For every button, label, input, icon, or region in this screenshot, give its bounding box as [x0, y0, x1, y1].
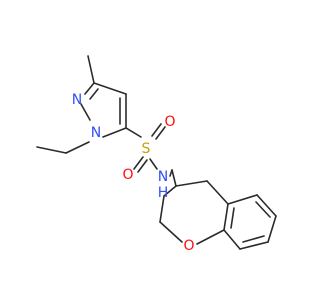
atom-oxygen-top: O: [164, 114, 175, 130]
bond-s-o-top-b: [155, 126, 166, 140]
bond-c5-n1: [102, 127, 127, 138]
bond-n1-ethyl-ch2: [65, 141, 90, 154]
bond-benz-c7-c8: [267, 215, 277, 243]
bond-benz-c5a-c6: [227, 194, 258, 205]
bond-ring-c4-c5: [175, 180, 208, 187]
molecule-structure: N N S O O N H O: [36, 55, 277, 254]
atom-amide-hydrogen: H: [158, 185, 169, 201]
bond-ch2-ring: [171, 169, 177, 187]
bond-c3-c4: [93, 82, 127, 95]
bond-benz-c9a-c5a-double: [230, 207, 235, 229]
bond-ring-o-c2: [159, 221, 183, 243]
bond-benz-c9-c9a: [223, 229, 241, 250]
bond-ring-c9a-o: [196, 229, 225, 245]
bond-s-o-bottom-b: [137, 159, 148, 173]
bond-benz-c8-c9-double: [242, 235, 265, 243]
bond-s-n: [149, 158, 158, 170]
bond-c5-s: [125, 127, 142, 138]
atom-ring-n1: N: [91, 125, 101, 141]
bond-s-o-top-a: [151, 123, 162, 137]
bond-s-o-bottom-a: [133, 156, 144, 170]
bond-ring-c2-c3: [159, 195, 165, 223]
bond-benz-c6-c7-double: [255, 201, 271, 218]
bond-benz-c8-c9: [239, 241, 269, 250]
bond-c3-methyl: [87, 55, 95, 84]
atom-sulfur: S: [142, 141, 151, 157]
bond-ring-c5-c5a: [206, 180, 229, 205]
bond-n1-n2: [80, 103, 91, 121]
bond-n2-c3-double: [89, 88, 99, 100]
bond-benz-c6-c7: [256, 194, 277, 217]
atom-oxygen-bottom: O: [122, 167, 133, 183]
bond-n2-c3: [84, 82, 95, 95]
bond-ring-c3-c4: [163, 185, 177, 197]
bond-benz-c9a-c5a: [223, 203, 229, 231]
atom-amide-nitrogen: N: [158, 169, 168, 185]
bond-ethyl-ch2-ch3: [36, 146, 67, 154]
molecule-canvas: N N S O O N H O: [36, 55, 277, 254]
atom-ring-oxygen: O: [183, 238, 194, 254]
atom-ring-n2: N: [72, 92, 82, 108]
